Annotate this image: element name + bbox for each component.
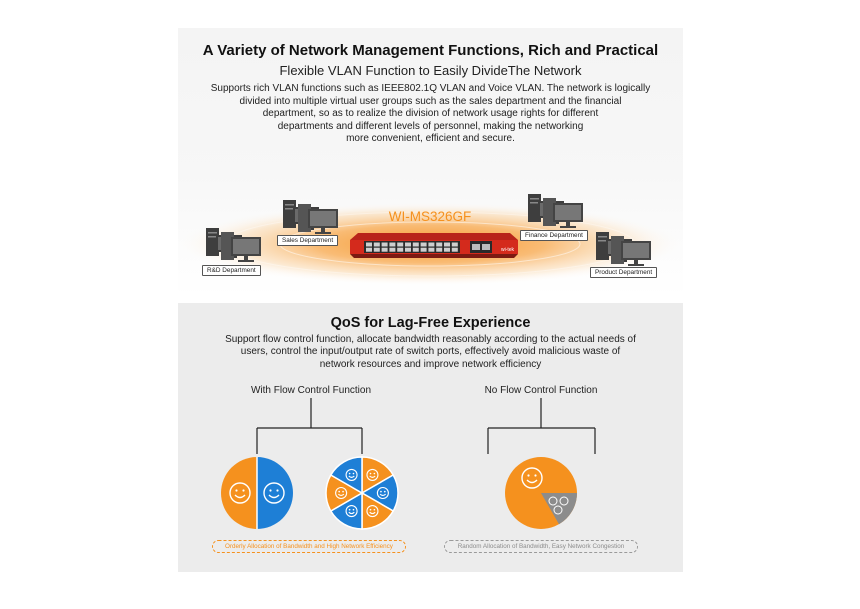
- with-flow-control-label: With Flow Control Function: [250, 385, 372, 396]
- switch-port: [381, 247, 388, 252]
- crowded-smiley-icons: [548, 496, 569, 515]
- qos-description-line: network resources and improve network ef…: [319, 358, 542, 370]
- switch-port: [451, 247, 458, 252]
- switch-port: [366, 247, 372, 252]
- switch-port: [436, 242, 443, 247]
- vlan-diagram: wi-tek WI-MS326GF: [178, 194, 683, 286]
- switch-port: [405, 247, 411, 252]
- finance-department-label: Finance Department: [520, 230, 588, 241]
- qos-description-line: users, control the input/output rate of …: [240, 346, 621, 358]
- qos-description-line: Support flow control function, allocate …: [225, 334, 636, 345]
- sfp-port: [482, 244, 490, 250]
- switch-port: [373, 242, 380, 247]
- smiley-icon: [345, 468, 358, 481]
- switch-port: [428, 242, 435, 247]
- switch-port: [389, 247, 396, 252]
- six-slice-pie: [325, 456, 399, 530]
- switch-port: [436, 247, 443, 252]
- vlan-description-line: Supports rich VLAN functions such as IEE…: [210, 83, 651, 94]
- vlan-section: A Variety of Network Management Function…: [178, 28, 683, 296]
- vlan-description: Supports rich VLAN functions such as IEE…: [178, 83, 683, 146]
- switch-model-label: WI-MS326GF: [389, 209, 472, 224]
- vlan-description-line: divided into multiple virtual user group…: [239, 95, 622, 107]
- switch-port: [397, 242, 404, 247]
- vlan-subtitle: Flexible VLAN Function to Easily DivideT…: [279, 63, 582, 78]
- orderly-allocation-caption: Orderly Allocation of Bandwidth and High…: [212, 540, 406, 553]
- vlan-title: A Variety of Network Management Function…: [202, 42, 659, 59]
- rd-department-label: R&D Department: [202, 265, 261, 276]
- vlan-description-line: departments and different levels of pers…: [277, 120, 584, 132]
- half-split-pie: [221, 457, 293, 529]
- smiley-icon: [366, 505, 379, 518]
- smiley-icon: [376, 486, 389, 500]
- switch-port: [373, 247, 380, 252]
- switch-port: [451, 242, 458, 247]
- product-department-label: Product Department: [590, 267, 658, 278]
- qos-diagram: [221, 398, 596, 530]
- switch-port: [412, 242, 419, 247]
- congested-pie: [505, 457, 577, 529]
- qos-section: QoS for Lag-Free Experience Support flow…: [178, 303, 683, 572]
- switch-icon: [350, 233, 518, 258]
- switch-port: [444, 247, 450, 252]
- switch-brand-logo: wi-tek: [501, 247, 515, 253]
- qos-title: QoS for Lag-Free Experience: [330, 315, 531, 331]
- vlan-description-line: department, so as to realize the divisio…: [262, 108, 599, 120]
- switch-port: [420, 247, 427, 252]
- switch-ports: [366, 242, 490, 252]
- switch-port: [405, 242, 411, 247]
- sfp-port: [472, 244, 480, 250]
- sales-department-label: Sales Department: [277, 235, 339, 246]
- switch-port: [420, 242, 427, 247]
- smiley-icon: [335, 486, 348, 500]
- no-flow-bracket: [487, 398, 596, 454]
- with-flow-bracket: [256, 398, 363, 454]
- switch-port: [428, 247, 435, 252]
- switch-port: [397, 247, 404, 252]
- switch-port: [444, 242, 450, 247]
- switch-port: [389, 242, 396, 247]
- qos-description: Support flow control function, allocate …: [178, 334, 683, 371]
- switch-port: [381, 242, 388, 247]
- switch-port: [412, 247, 419, 252]
- random-allocation-caption: Random Allocation of Bandwidth, Easy Net…: [444, 540, 638, 553]
- smiley-icon: [345, 505, 358, 518]
- vlan-description-line: more convenient, efficient and secure.: [346, 133, 515, 145]
- smiley-icon: [366, 468, 379, 481]
- no-flow-control-label: No Flow Control Function: [484, 385, 598, 396]
- switch-port: [366, 242, 372, 247]
